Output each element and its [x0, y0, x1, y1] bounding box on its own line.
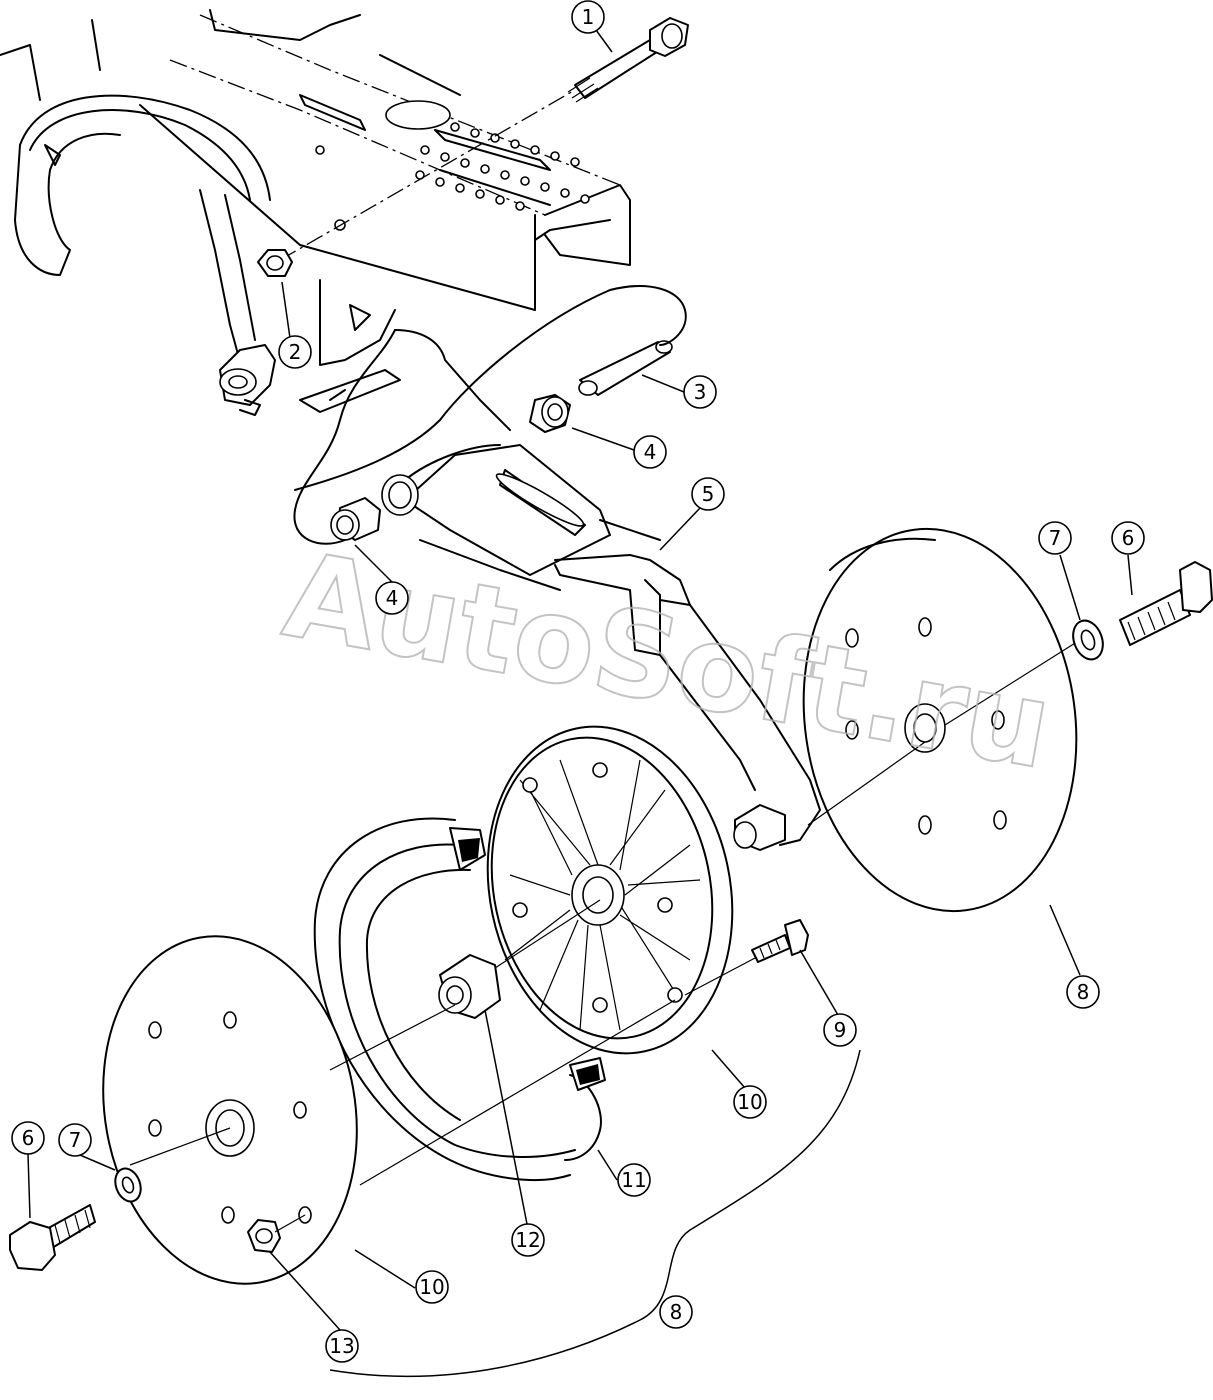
svg-text:5: 5 [702, 482, 715, 506]
callout-4-upper: 4 [571, 427, 667, 469]
part-2-nut [257, 249, 293, 277]
part-1-long-bolt [279, 17, 689, 261]
svg-text:6: 6 [1122, 526, 1135, 550]
wheel-assembly-bracket-line [329, 1049, 861, 1378]
svg-text:13: 13 [329, 1334, 354, 1358]
callout-1: 1 [571, 0, 613, 53]
callout-13: 13 [269, 1251, 359, 1363]
part-5-swing-arm [293, 285, 821, 846]
arm-lower-bushing [733, 804, 786, 851]
svg-text:4: 4 [386, 586, 399, 610]
svg-text:3: 3 [694, 380, 707, 404]
svg-text:10: 10 [737, 1090, 762, 1114]
part-6-bolt-right [944, 561, 1213, 726]
frame-assembly [0, 9, 631, 366]
part-12-center-bushing [438, 899, 601, 1019]
callout-4-lower: 4 [354, 544, 409, 615]
part-9-small-bolt [684, 919, 809, 996]
part-13-nut [247, 1214, 306, 1253]
callout-6-left: 6 [11, 1121, 45, 1219]
svg-text:11: 11 [621, 1168, 646, 1192]
callout-10-left: 10 [354, 1249, 449, 1304]
linkage-bolt-nut [219, 344, 276, 416]
fender [14, 94, 271, 381]
callout-10-center: 10 [711, 1049, 767, 1119]
callout-9: 9 [799, 949, 857, 1047]
part-6-bolt-left [9, 1204, 96, 1271]
svg-text:9: 9 [834, 1018, 847, 1042]
part-7-washer-right [1072, 619, 1104, 661]
svg-text:7: 7 [69, 1128, 82, 1152]
callout-7-left: 7 [58, 1123, 116, 1171]
frame-holes-row-1 [450, 122, 580, 167]
callout-8-bottom: 8 [659, 1295, 693, 1329]
callout-2: 2 [278, 281, 312, 369]
part-3-pivot-pin [578, 340, 673, 396]
part-10-wheel-disc-left [102, 935, 676, 1285]
callout-11: 11 [597, 1149, 651, 1197]
callout-6-right: 6 [1111, 521, 1145, 596]
frame-holes-row-2 [420, 145, 590, 204]
part-4-bushing-upper [529, 394, 571, 433]
callout-5: 5 [659, 477, 725, 551]
callout-3: 3 [641, 374, 717, 409]
callout-7-right: 7 [1038, 521, 1081, 621]
svg-text:2: 2 [289, 340, 302, 364]
frame-holes-row-3 [415, 170, 525, 211]
svg-text:7: 7 [1049, 526, 1062, 550]
svg-text:8: 8 [1077, 980, 1090, 1004]
callout-8-right: 8 [1049, 904, 1100, 1009]
part-7-washer-left [114, 1167, 142, 1203]
svg-text:4: 4 [644, 440, 657, 464]
part-8-wheel-disc-right [802, 527, 1078, 913]
svg-text:8: 8 [670, 1300, 683, 1324]
callout-12: 12 [484, 1009, 545, 1257]
part-10-hub-plate-center [486, 725, 734, 1055]
svg-text:12: 12 [515, 1228, 540, 1252]
svg-text:10: 10 [419, 1275, 444, 1299]
svg-text:6: 6 [22, 1126, 35, 1150]
svg-text:1: 1 [582, 5, 595, 29]
